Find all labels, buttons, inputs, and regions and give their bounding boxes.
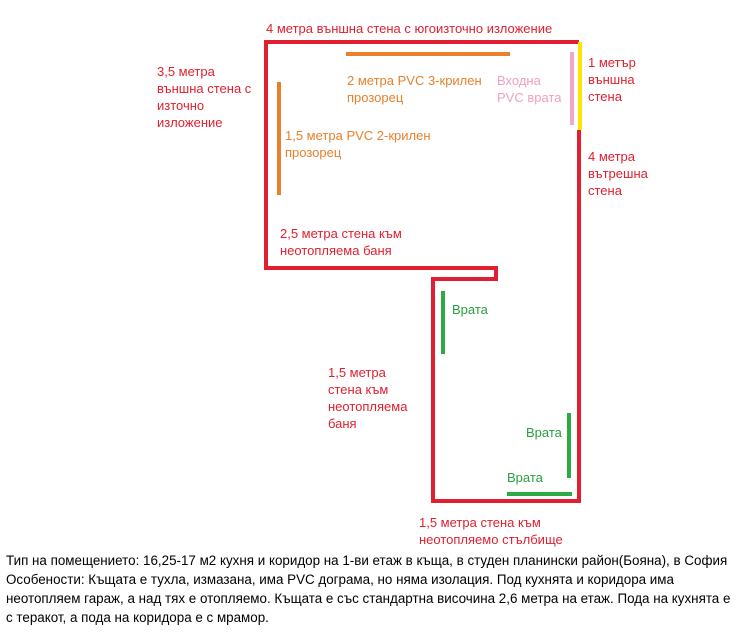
description-line-4: с теракот, а пода на коридора е с мрамор… bbox=[6, 610, 269, 625]
inner-wall-label: 4 метра вътрешна стена bbox=[588, 149, 648, 198]
door-3-label: Врата bbox=[507, 470, 543, 485]
stair-wall-label: 1,5 метра стена към неотопляемо стълбище bbox=[419, 515, 563, 547]
room-description: Тип на помещението: 16,25-17 м2 кухня и … bbox=[6, 551, 742, 627]
bath-wall-1-label: 2,5 метра стена към неотопляема баня bbox=[280, 226, 402, 258]
description-line-3: неотопляем гараж, а над тях е отопляемо.… bbox=[6, 591, 731, 606]
window-2-label: 1,5 метра PVC 2-крилен прозорец bbox=[285, 128, 431, 160]
room-outline-wall bbox=[264, 40, 581, 503]
door-1-label: Врата bbox=[452, 302, 488, 317]
bath-wall-2-label: 1,5 метра стена към неотопляема баня bbox=[328, 365, 408, 431]
left-wall-label: 3,5 метра външна стена с източно изложен… bbox=[157, 64, 252, 130]
door-2-label: Врата bbox=[526, 425, 562, 440]
one-meter-wall-label: 1 метър външна стена bbox=[588, 55, 636, 104]
top-wall-label: 4 метра външна стена с югоизточно изложе… bbox=[266, 21, 553, 36]
description-line-2: Особености: Къщата е тухла, измазана, им… bbox=[6, 572, 674, 587]
description-line-1: Тип на помещението: 16,25-17 м2 кухня и … bbox=[6, 553, 728, 568]
window-3-label: 2 метра PVC 3-крилен прозорец bbox=[347, 73, 482, 105]
entrance-door-label: Входна PVC врата bbox=[497, 73, 562, 105]
